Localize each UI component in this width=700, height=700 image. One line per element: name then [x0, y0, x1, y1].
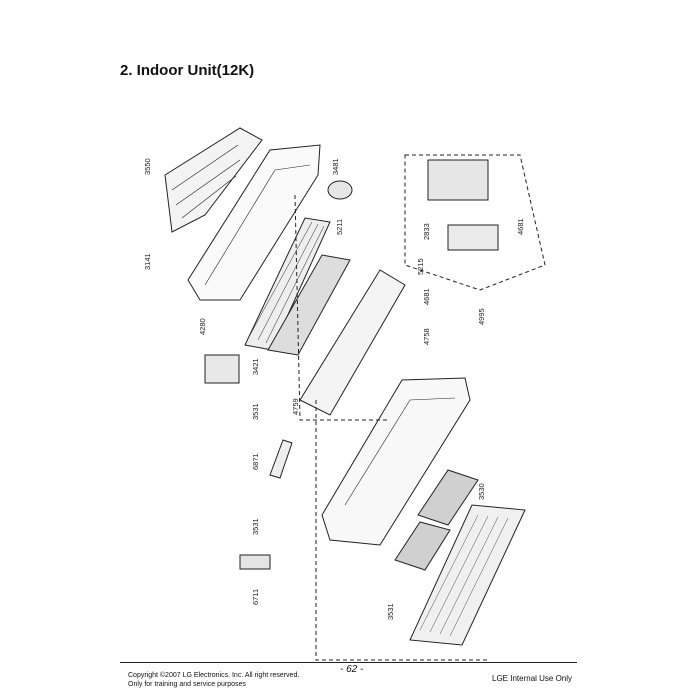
part-label: 3550 [143, 158, 152, 175]
footer-rule [120, 662, 577, 663]
part-label: 4280 [198, 318, 207, 335]
part-label: 2833 [422, 223, 431, 240]
drain-pan [299, 269, 406, 416]
control-board [164, 127, 263, 233]
chassis [187, 144, 321, 301]
part-label: 3141 [143, 253, 152, 270]
internal-use-note: LGE Internal Use Only [492, 674, 573, 683]
copyright-notice: Copyright ©2007 LG Electronics. Inc. All… [128, 671, 299, 689]
part-label: 4759 [291, 398, 300, 415]
page-number: - 62 - [340, 664, 364, 675]
bracket-part [269, 439, 293, 479]
part-label: 5215 [416, 258, 425, 275]
copyright-line-2: Only for training and service purposes [128, 681, 246, 688]
part-label: 6871 [251, 453, 260, 470]
cross-flow-fan [244, 217, 331, 351]
part-label: 4995 [477, 308, 486, 325]
part-label: 3531 [251, 403, 260, 420]
part-label: 4681 [422, 288, 431, 305]
remote-holder [239, 554, 271, 570]
copyright-line-1: Copyright ©2007 LG Electronics. Inc. All… [128, 672, 300, 679]
filter-upper [417, 469, 479, 526]
part-label: 5211 [335, 219, 344, 235]
front-panel [409, 504, 526, 646]
part-label: 3531 [386, 603, 395, 620]
electrical-box-boundary [404, 154, 546, 291]
part-labels: 3550 3141 4280 3481 5211 3421 5215 4681 … [143, 158, 525, 620]
part-label: 3531 [251, 518, 260, 535]
terminal-block [447, 224, 499, 251]
evaporator [267, 254, 351, 356]
front-frame [321, 377, 471, 546]
part-label: 3481 [331, 158, 340, 175]
filter-lower [394, 521, 451, 571]
part-label: 4758 [422, 328, 431, 345]
part-label: 3421 [251, 358, 260, 375]
pcb-assembly [427, 159, 489, 201]
louver-motor [204, 354, 240, 384]
part-label: 6711 [251, 589, 260, 605]
fan-motor [327, 180, 353, 200]
part-label: 4681 [516, 218, 525, 235]
section-title: 2. Indoor Unit(12K) [120, 62, 255, 79]
part-label: 3530 [477, 483, 486, 500]
